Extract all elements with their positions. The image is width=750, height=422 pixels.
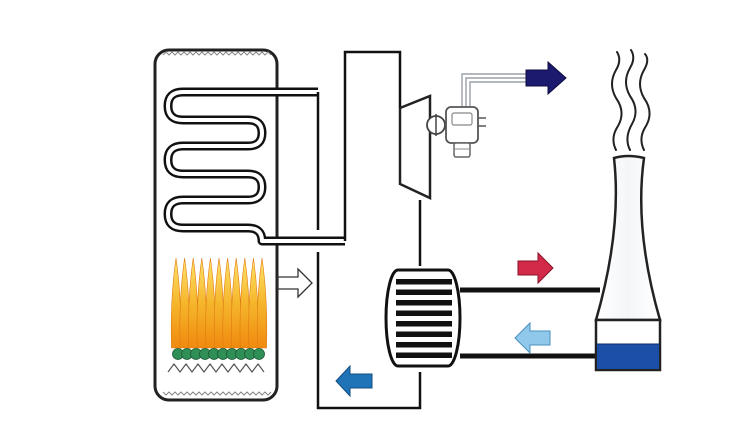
- boiler-bottom-edge: [162, 391, 272, 396]
- condenser: [384, 268, 462, 368]
- boiler-coil: [163, 87, 345, 246]
- heat-to-water-loop-arrow: [277, 267, 313, 299]
- tower-basin-water: [597, 344, 659, 369]
- electric-generator: [426, 106, 486, 158]
- condenser-tube: [396, 342, 452, 348]
- cool-water-arrow: [514, 321, 551, 355]
- condenser-tube: [396, 279, 452, 285]
- burner-base: [167, 363, 265, 373]
- burner-nozzle: [253, 348, 265, 360]
- cooling-tower: [594, 154, 662, 372]
- steam-turbine: [398, 94, 432, 200]
- condenser-tube: [396, 300, 452, 306]
- boiler-top-edge: [162, 51, 272, 56]
- burner-flames: [170, 257, 268, 349]
- burner-row: [172, 348, 265, 360]
- steam-plume: [611, 49, 651, 151]
- condenser-tube: [396, 289, 452, 295]
- condenser-tube: [396, 310, 452, 316]
- condensate-return-arrow: [335, 364, 373, 398]
- cooling-water-pipes: [460, 287, 600, 359]
- electricity-output-arrow: [525, 60, 567, 96]
- power-output-wires: [461, 73, 526, 106]
- condenser-tube: [396, 331, 452, 337]
- boiler: [153, 48, 345, 402]
- warm-water-arrow: [517, 251, 554, 285]
- condenser-tubes: [396, 279, 452, 358]
- condenser-tube: [396, 321, 452, 327]
- condenser-tube: [396, 352, 452, 358]
- steam-piping: [316, 50, 422, 410]
- flame: [256, 257, 268, 349]
